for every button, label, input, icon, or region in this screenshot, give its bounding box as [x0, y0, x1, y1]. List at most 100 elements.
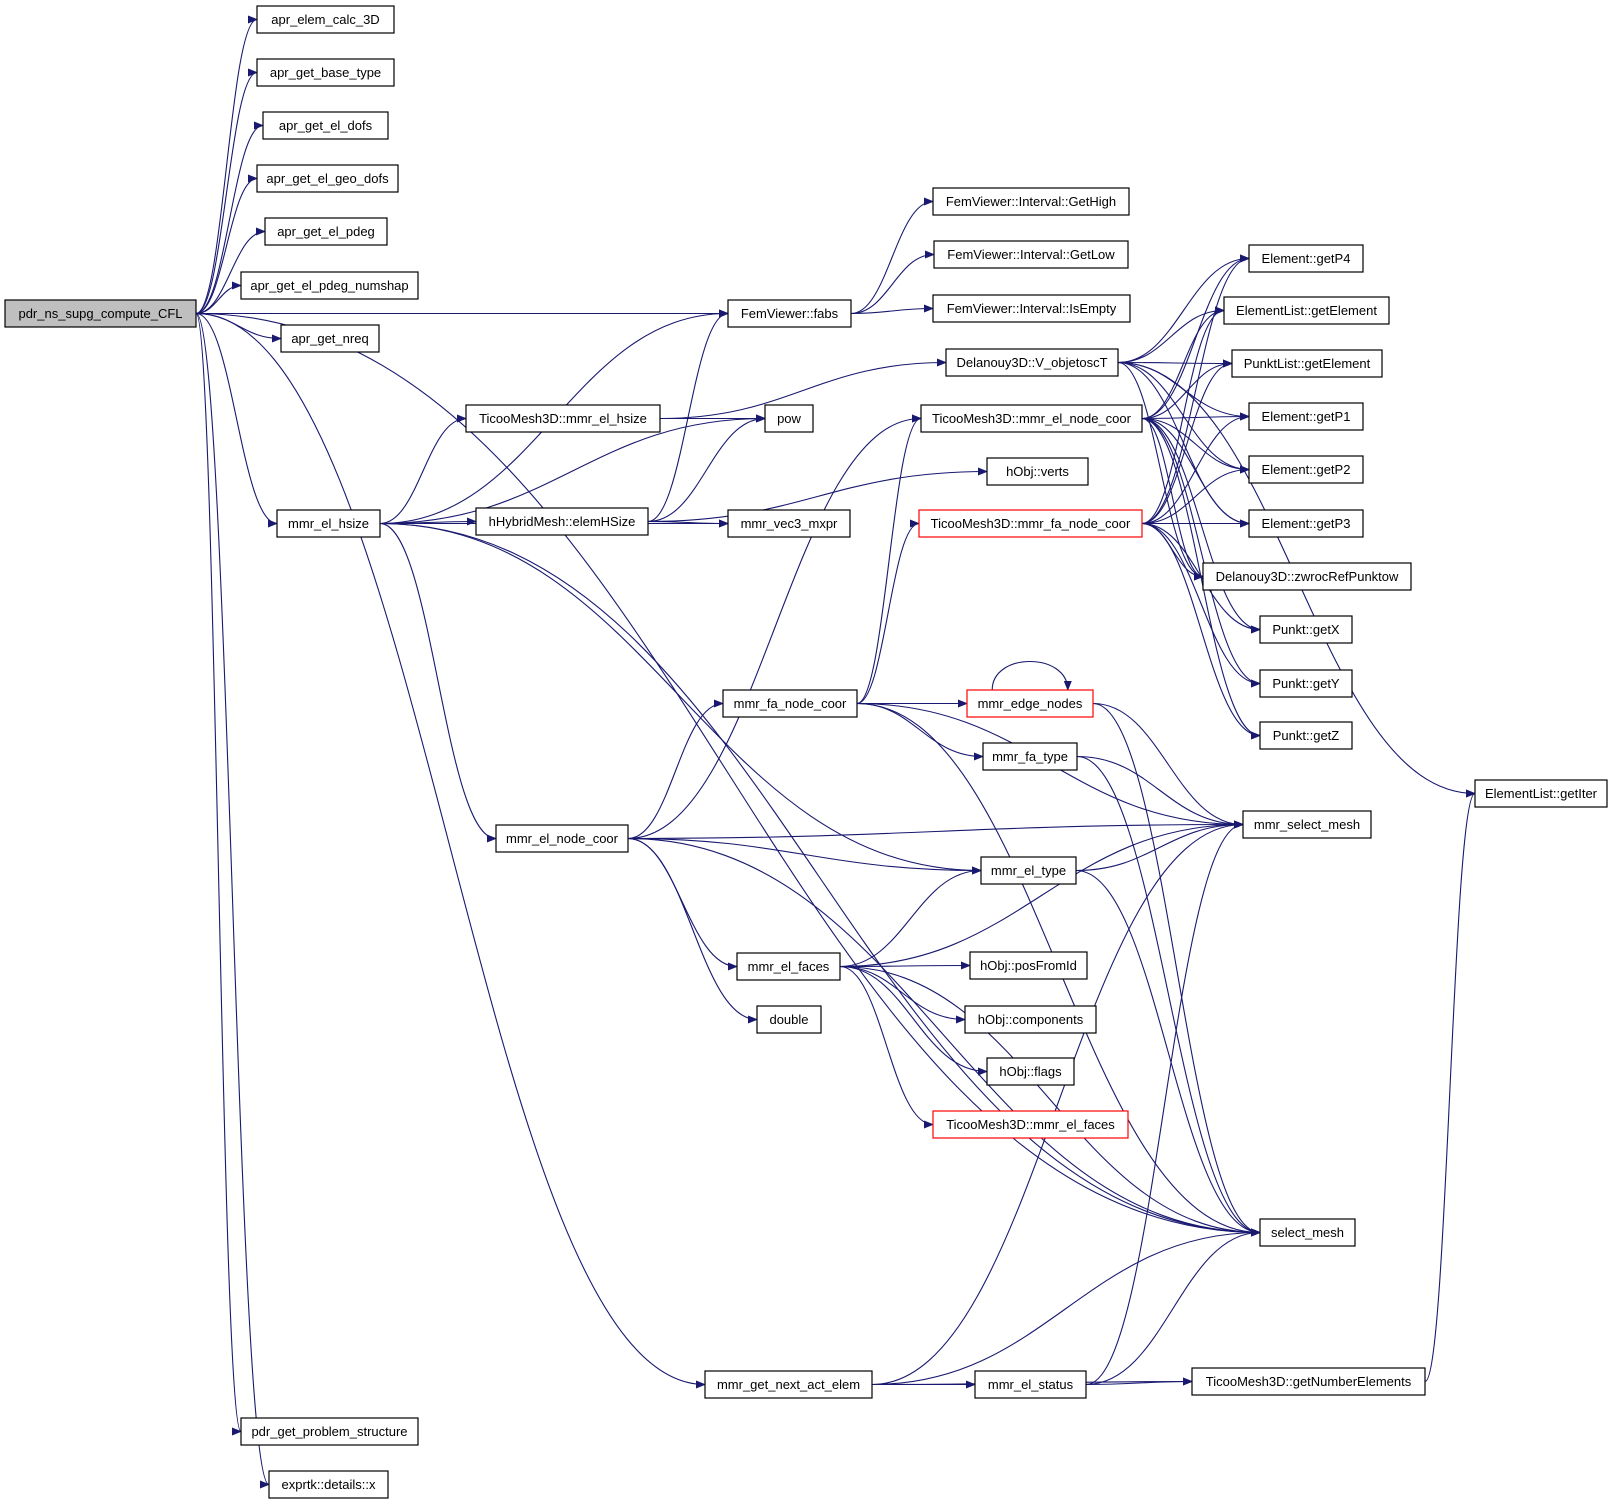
node-apr-get-base-type[interactable]: apr_get_base_type — [256, 58, 395, 87]
node-getp2[interactable]: Element::getP2 — [1248, 455, 1364, 484]
node-flags[interactable]: hObj::flags — [986, 1057, 1075, 1086]
node-getz[interactable]: Punkt::getZ — [1259, 721, 1353, 750]
node-root[interactable]: pdr_ns_supg_compute_CFL — [4, 299, 197, 328]
node-double[interactable]: double — [756, 1005, 822, 1034]
node-apr-get-el-geo-dofs[interactable]: apr_get_el_geo_dofs — [256, 164, 399, 193]
node-box[interactable] — [1248, 509, 1364, 538]
node-isempty[interactable]: FemViewer::Interval::IsEmpty — [932, 294, 1131, 323]
node-posfromid[interactable]: hObj::posFromId — [969, 951, 1088, 980]
node-box[interactable] — [262, 111, 389, 140]
node-vobj[interactable]: Delanouy3D::V_objetoscT — [945, 348, 1119, 377]
node-nextact[interactable]: mmr_get_next_act_elem — [704, 1370, 873, 1399]
node-box[interactable] — [256, 58, 395, 87]
node-getx[interactable]: Punkt::getX — [1259, 615, 1353, 644]
node-box[interactable] — [475, 507, 649, 536]
node-box[interactable] — [918, 509, 1143, 538]
node-box[interactable] — [1259, 1218, 1356, 1247]
node-box[interactable] — [1242, 810, 1372, 839]
node-box[interactable] — [256, 164, 399, 193]
node-apr-get-el-pdeg[interactable]: apr_get_el_pdeg — [264, 217, 388, 246]
node-box[interactable] — [969, 951, 1088, 980]
node-box[interactable] — [1259, 669, 1353, 698]
node-probstruct[interactable]: pdr_get_problem_structure — [240, 1417, 419, 1446]
node-gety[interactable]: Punkt::getY — [1259, 669, 1353, 698]
node-edgenodes[interactable]: mmr_edge_nodes — [966, 689, 1094, 718]
node-box[interactable] — [1223, 296, 1390, 325]
node-nodecoor[interactable]: mmr_el_node_coor — [495, 824, 629, 853]
node-box[interactable] — [756, 1005, 822, 1034]
node-box[interactable] — [736, 952, 841, 981]
node-box[interactable] — [240, 1417, 419, 1446]
node-box[interactable] — [1248, 402, 1364, 431]
node-box[interactable] — [932, 294, 1131, 323]
node-box[interactable] — [932, 1110, 1129, 1139]
node-apr-get-el-pdeg-numshap[interactable]: apr_get_el_pdeg_numshap — [240, 271, 419, 300]
node-box[interactable] — [276, 509, 381, 538]
node-box[interactable] — [240, 271, 419, 300]
node-box[interactable] — [264, 217, 388, 246]
node-box[interactable] — [268, 1470, 389, 1499]
node-getiter[interactable]: ElementList::getIter — [1474, 779, 1608, 808]
node-box[interactable] — [1248, 244, 1364, 273]
node-box[interactable] — [986, 1057, 1075, 1086]
node-box[interactable] — [980, 856, 1077, 885]
node-getlow[interactable]: FemViewer::Interval::GetLow — [933, 240, 1129, 269]
node-box[interactable] — [986, 457, 1089, 486]
node-fanode[interactable]: mmr_fa_node_coor — [722, 689, 858, 718]
node-gethigh[interactable]: FemViewer::Interval::GetHigh — [932, 187, 1130, 216]
node-zwroc[interactable]: Delanouy3D::zwrocRefPunktow — [1202, 562, 1412, 591]
node-apr-get-el-dofs[interactable]: apr_get_el_dofs — [262, 111, 389, 140]
node-elstatus[interactable]: mmr_el_status — [974, 1370, 1087, 1399]
node-box[interactable] — [4, 299, 197, 328]
node-components[interactable]: hObj::components — [964, 1005, 1097, 1034]
node-box[interactable] — [256, 5, 395, 34]
node-box[interactable] — [1259, 615, 1353, 644]
node-eltype[interactable]: mmr_el_type — [980, 856, 1077, 885]
node-box[interactable] — [727, 299, 852, 328]
node-box[interactable] — [982, 742, 1078, 771]
node-box[interactable] — [704, 1370, 873, 1399]
node-box[interactable] — [465, 404, 661, 433]
node-box[interactable] — [966, 689, 1094, 718]
node-el-getelement[interactable]: ElementList::getElement — [1223, 296, 1390, 325]
node-box[interactable] — [945, 348, 1119, 377]
node-selmesh[interactable]: mmr_select_mesh — [1242, 810, 1372, 839]
node-box[interactable] — [1191, 1367, 1426, 1396]
node-elemhsize[interactable]: hHybridMesh::elemHSize — [475, 507, 649, 536]
node-box[interactable] — [722, 689, 858, 718]
node-apr-get-nreq[interactable]: apr_get_nreq — [280, 324, 380, 353]
node-verts[interactable]: hObj::verts — [986, 457, 1089, 486]
node-t-nodecoor[interactable]: TicooMesh3D::mmr_el_node_coor — [920, 404, 1143, 433]
node-box[interactable] — [1259, 721, 1353, 750]
node-getp1[interactable]: Element::getP1 — [1248, 402, 1364, 431]
node-apr-elem-calc-3D[interactable]: apr_elem_calc_3D — [256, 5, 395, 34]
node-fatype[interactable]: mmr_fa_type — [982, 742, 1078, 771]
node-pow[interactable]: pow — [764, 404, 814, 433]
node-box[interactable] — [964, 1005, 1097, 1034]
node-box[interactable] — [727, 509, 851, 538]
node-t-elfaces[interactable]: TicooMesh3D::mmr_el_faces — [932, 1110, 1129, 1139]
node-box[interactable] — [495, 824, 629, 853]
node-box[interactable] — [933, 240, 1129, 269]
node-box[interactable] — [280, 324, 380, 353]
node-numelems[interactable]: TicooMesh3D::getNumberElements — [1191, 1367, 1426, 1396]
node-select-mesh[interactable]: select_mesh — [1259, 1218, 1356, 1247]
node-getp3[interactable]: Element::getP3 — [1248, 509, 1364, 538]
node-hsize[interactable]: mmr_el_hsize — [276, 509, 381, 538]
node-vec3[interactable]: mmr_vec3_mxpr — [727, 509, 851, 538]
node-pk-getelement[interactable]: PunktList::getElement — [1231, 349, 1383, 378]
node-t-fanode[interactable]: TicooMesh3D::mmr_fa_node_coor — [918, 509, 1143, 538]
node-box[interactable] — [1231, 349, 1383, 378]
node-box[interactable] — [920, 404, 1143, 433]
node-box[interactable] — [932, 187, 1130, 216]
node-elfaces[interactable]: mmr_el_faces — [736, 952, 841, 981]
node-getp4[interactable]: Element::getP4 — [1248, 244, 1364, 273]
node-t-hsize[interactable]: TicooMesh3D::mmr_el_hsize — [465, 404, 661, 433]
node-box[interactable] — [1248, 455, 1364, 484]
node-box[interactable] — [764, 404, 814, 433]
node-fabs[interactable]: FemViewer::fabs — [727, 299, 852, 328]
node-box[interactable] — [974, 1370, 1087, 1399]
node-box[interactable] — [1474, 779, 1608, 808]
node-box[interactable] — [1202, 562, 1412, 591]
node-exprtk[interactable]: exprtk::details::x — [268, 1470, 389, 1499]
